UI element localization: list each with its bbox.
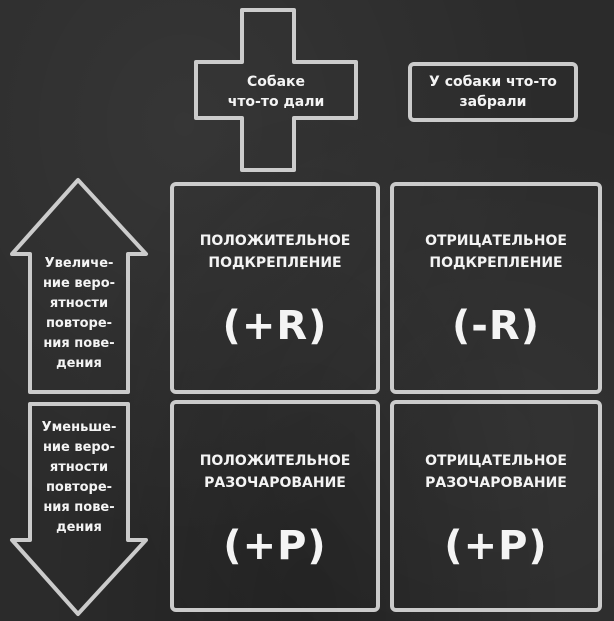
cell-title-positive-reinforcement: ПОЛОЖИТЕЛЬНОЕ ПОДКРЕПЛЕНИЕ bbox=[199, 233, 351, 271]
down-arrow-icon bbox=[10, 402, 148, 616]
quadrant-box-bottom-right bbox=[390, 400, 602, 612]
quadrant-box-bottom-left bbox=[170, 400, 380, 612]
minus-box-icon bbox=[408, 62, 578, 122]
row-label-increase: Увеличе- ние веро- ятности повторе- ния … bbox=[42, 256, 116, 371]
cell-code-negative-reinforcement: (-R) bbox=[452, 303, 540, 349]
row-label-decrease: Уменьше- ние веро- ятности повторе- ния … bbox=[41, 420, 117, 535]
column-label-taken: У собаки что-то забрали bbox=[429, 74, 557, 110]
up-arrow-icon bbox=[10, 178, 148, 394]
cell-title-positive-punishment: ПОЛОЖИТЕЛЬНОЕ РАЗОЧАРОВАНИЕ bbox=[199, 453, 351, 491]
quadrant-box-top-left bbox=[170, 182, 380, 394]
cell-code-positive-punishment: (+P) bbox=[223, 523, 327, 569]
cell-title-negative-reinforcement: ОТРИЦАТЕЛЬНОЕ ПОДКРЕПЛЕНИЕ bbox=[425, 233, 567, 271]
cell-title-negative-punishment: ОТРИЦАТЕЛЬНОЕ РАЗОЧАРОВАНИЕ bbox=[425, 453, 567, 491]
cell-code-negative-punishment: (+P) bbox=[444, 523, 548, 569]
cell-code-positive-reinforcement: (+R) bbox=[222, 303, 328, 349]
plus-shape-icon bbox=[194, 8, 358, 172]
quadrant-box-top-right bbox=[390, 182, 602, 394]
column-label-given: Собаке что-то дали bbox=[227, 74, 325, 110]
